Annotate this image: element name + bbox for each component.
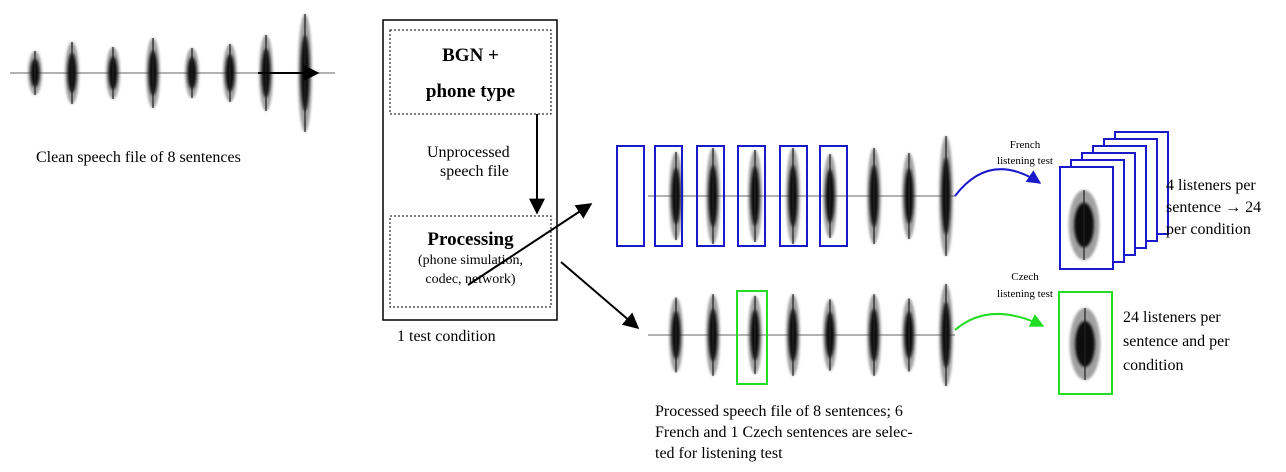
speech-file-label: speech file (440, 163, 509, 180)
speech-burst (823, 299, 837, 371)
speech-burst (223, 44, 237, 102)
french-card-stack (1059, 131, 1169, 270)
czech-card (1058, 291, 1113, 395)
french-curve-arrow (954, 168, 1042, 197)
czech-result-line2: sentence and per (1123, 333, 1230, 350)
speech-burst (939, 136, 953, 256)
french-selected-box (819, 145, 848, 247)
french-test-line2: listening test (997, 155, 1053, 167)
bgn-phone-subbox (389, 29, 552, 115)
speech-burst (28, 51, 42, 95)
processing-title: Processing (427, 229, 514, 250)
speech-burst (748, 295, 762, 375)
speech-burst (185, 48, 199, 98)
speech-burst (65, 42, 79, 104)
czech-curve-arrow (954, 313, 1045, 331)
french-selected-box (737, 145, 766, 247)
processing-subbox (389, 215, 552, 308)
french-result-line2: sentence → 24 (1166, 199, 1262, 216)
test-condition-caption: 1 test condition (397, 328, 496, 345)
french-test-line1: French (1009, 139, 1041, 151)
clean-caption: Clean speech file of 8 sentences (36, 149, 241, 166)
bgn-label: BGN + (442, 45, 499, 66)
to-french-arrow (467, 203, 593, 286)
clean-waveform (10, 14, 335, 132)
speech-burst (786, 148, 800, 244)
french-result-line3: per condition (1166, 221, 1251, 238)
speech-burst (786, 294, 800, 376)
french-waveform (616, 136, 955, 256)
french-selected-box (779, 145, 808, 247)
speech-burst (939, 284, 953, 386)
speech-burst (106, 47, 120, 99)
phone-type-label: phone type (425, 81, 516, 102)
processed-caption-line1: Processed speech file of 8 sentences; 6 (655, 403, 903, 420)
speech-burst (867, 148, 881, 244)
french-result-line1: 4 listeners per (1166, 177, 1256, 194)
speech-burst (706, 148, 720, 244)
card-burst (1069, 308, 1101, 380)
speech-burst (146, 38, 160, 108)
speech-burst (669, 297, 683, 373)
czech-waveform (648, 284, 955, 386)
processing-line2: codec, network) (425, 272, 516, 287)
processed-caption-line3: ted for listening test (655, 445, 783, 462)
processed-caption-line2: French and 1 Czech sentences are selec- (655, 424, 913, 441)
speech-burst (748, 150, 762, 242)
speech-burst (823, 154, 837, 238)
czech-selected-box (736, 290, 768, 385)
czech-result-line1: 24 listeners per (1123, 309, 1221, 326)
czech-result-line3: condition (1123, 357, 1184, 374)
unprocessed-label: Unprocessed (427, 144, 510, 161)
processing-line1: (phone simulation, (418, 253, 523, 268)
speech-burst (902, 298, 916, 372)
speech-burst (902, 153, 916, 239)
speech-burst (669, 152, 683, 240)
french-selected-box (654, 145, 683, 247)
to-czech-arrow (560, 261, 640, 330)
czech-test-line2: listening test (997, 288, 1053, 300)
czech-test-line1: Czech (1011, 271, 1039, 283)
speech-burst (867, 294, 881, 376)
speech-burst (706, 294, 720, 376)
french-selected-box (696, 145, 725, 247)
card-burst (1068, 190, 1100, 260)
test-condition-box (382, 19, 558, 321)
french-selected-box (616, 145, 645, 247)
